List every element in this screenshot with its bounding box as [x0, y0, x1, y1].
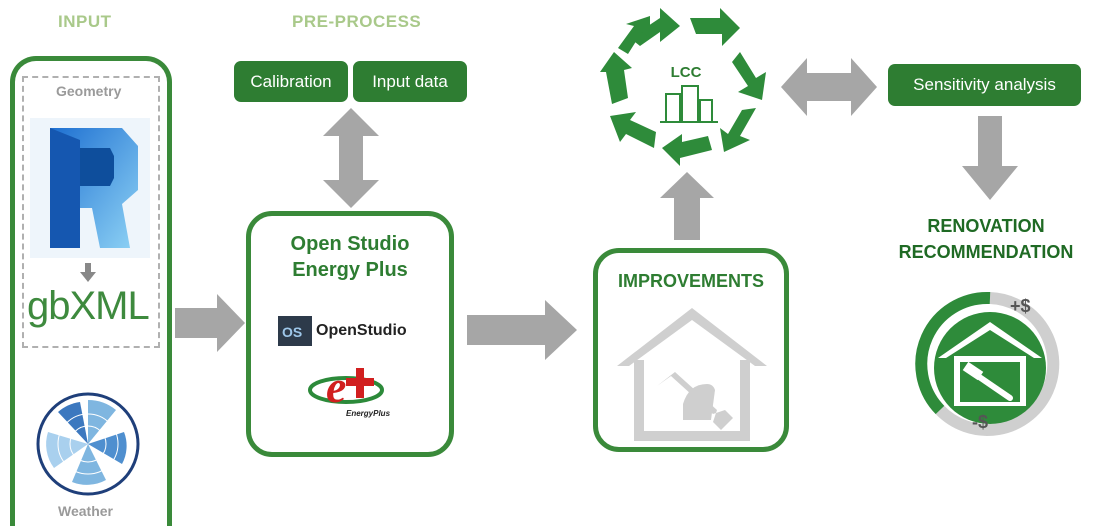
- arrow-right-1-icon: [175, 294, 245, 352]
- openstudio-logo-text: OpenStudio: [316, 322, 407, 339]
- energyplus-logo-icon: e EnergyPlus: [308, 361, 391, 418]
- small-down-arrow-icon: [80, 263, 96, 282]
- weather-label: Weather: [58, 503, 113, 519]
- openstudio-cube-icon: OS: [278, 316, 312, 346]
- geometry-group: [22, 76, 160, 348]
- renovation-cycle-icon: [915, 291, 1060, 436]
- weather-wheel-icon: [36, 392, 140, 496]
- renovation-title-line1: RENOVATION: [927, 216, 1045, 236]
- arrow-up-icon: [660, 172, 714, 240]
- geometry-label: Geometry: [56, 83, 122, 99]
- gbxml-logo: gbXML: [27, 284, 150, 328]
- double-arrow-horizontal-icon: [781, 58, 877, 116]
- revit-logo-icon: [30, 118, 150, 258]
- openstudio-logo: OS OpenStudio: [278, 316, 407, 346]
- preprocess-header: PRE-PROCESS: [292, 12, 422, 31]
- arrow-right-2-icon: [467, 300, 577, 360]
- plus-dollar-label: +$: [1010, 296, 1031, 316]
- house-repair-icon: [617, 308, 767, 441]
- minus-dollar-label: -$: [972, 412, 989, 432]
- calibration-button[interactable]: Calibration: [234, 61, 348, 102]
- svg-text:e: e: [326, 361, 346, 412]
- lcc-cycle-icon: [600, 8, 766, 166]
- lcc-label: LCC: [670, 64, 702, 81]
- input-header: INPUT: [58, 12, 112, 31]
- engine-title-line2: Energy Plus: [292, 259, 408, 281]
- double-arrow-vertical-icon: [323, 108, 379, 208]
- input-data-button[interactable]: Input data: [353, 61, 467, 102]
- renovation-title-line2: RECOMMENDATION: [898, 242, 1074, 262]
- improvements-title: IMPROVEMENTS: [617, 271, 764, 291]
- improvements-box: [593, 248, 789, 452]
- sensitivity-analysis-button[interactable]: Sensitivity analysis: [888, 64, 1081, 106]
- arrow-down-icon: [962, 116, 1018, 200]
- energyplus-logo-text: EnergyPlus: [346, 409, 391, 418]
- engine-title-line1: Open Studio: [290, 233, 410, 255]
- svg-text:OS: OS: [282, 324, 302, 340]
- input-panel: [10, 56, 172, 526]
- simulation-engine-box: [246, 211, 454, 457]
